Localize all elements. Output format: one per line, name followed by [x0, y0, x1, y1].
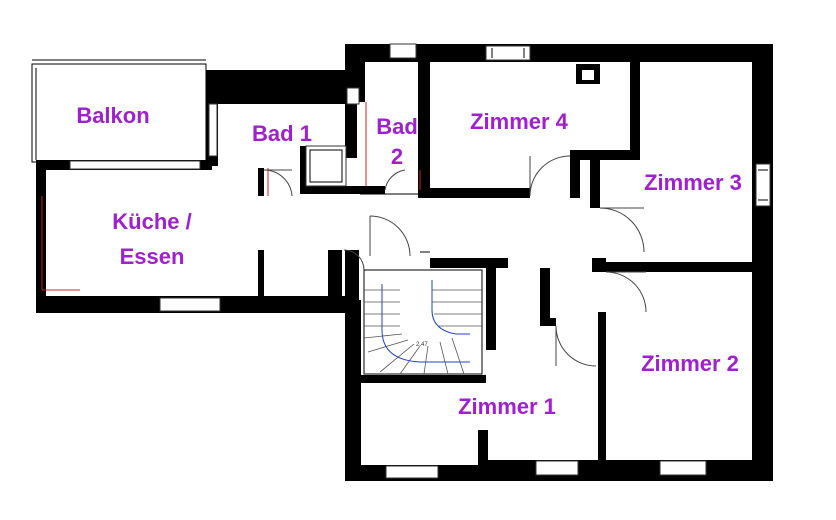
room-label-zimmer4: Zimmer 4: [470, 109, 569, 134]
room-label-balkon: Balkon: [76, 103, 149, 128]
stair-steps: [363, 289, 482, 375]
room-label-bad1: Bad 1: [252, 121, 312, 146]
fixtures: [305, 64, 600, 187]
room-label-kueche-line1: Küche /: [112, 209, 191, 234]
room-label-kueche-line2: Essen: [120, 244, 185, 269]
room-label-zimmer1: Zimmer 1: [458, 394, 556, 419]
room-label-bad2-line2: 2: [391, 144, 403, 169]
room-labels: Balkon Bad 1 Bad 2 Zimmer 4 Zimmer 3 Küc…: [76, 103, 742, 419]
windows: [69, 43, 771, 479]
room-label-zimmer3: Zimmer 3: [644, 170, 742, 195]
staircase: 2.47: [363, 269, 483, 375]
room-label-zimmer2: Zimmer 2: [641, 351, 739, 376]
stair-dimension: 2.47: [416, 342, 428, 348]
interior-walls: [258, 60, 754, 466]
corridor-lines: [360, 193, 430, 253]
doors: [263, 155, 647, 367]
red-markings: [41, 102, 421, 291]
room-label-bad2-line1: Bad: [376, 114, 418, 139]
